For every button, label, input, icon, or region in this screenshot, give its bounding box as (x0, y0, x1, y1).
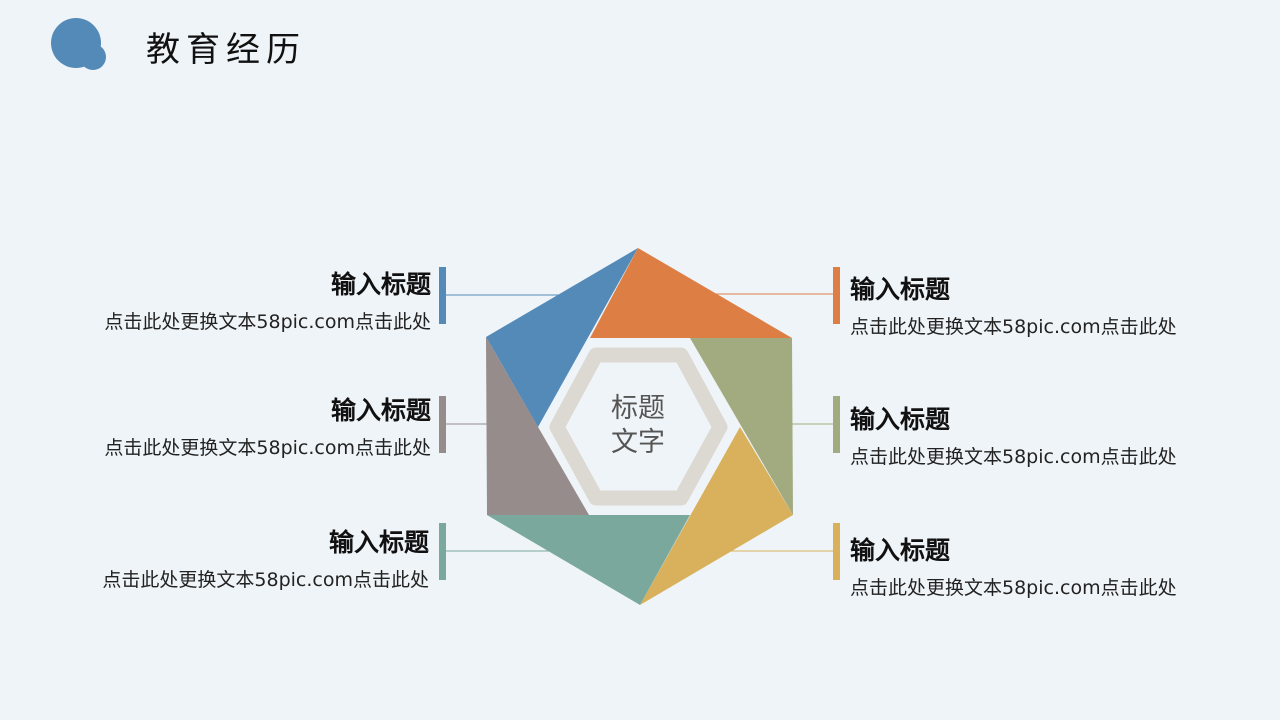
accent-bar (833, 267, 840, 324)
item-title: 输入标题 (850, 405, 951, 434)
item-left-1: 输入标题 点击此处更换文本58pic.com点击此处 (104, 265, 431, 334)
item-right-1: 输入标题 点击此处更换文本58pic.com点击此处 (850, 270, 1177, 339)
item-right-3: 输入标题 点击此处更换文本58pic.com点击此处 (850, 531, 1177, 600)
item-desc: 点击此处更换文本58pic.com点击此处 (102, 569, 429, 591)
center-hexagon-ring (549, 347, 728, 506)
hex-segment-orange (590, 248, 792, 338)
accent-bar (833, 396, 840, 453)
hex-segment-blue (486, 248, 638, 427)
item-desc: 点击此处更换文本58pic.com点击此处 (850, 577, 1177, 599)
item-title: 输入标题 (850, 275, 951, 304)
item-title: 输入标题 (330, 396, 431, 425)
hex-segment-gray (486, 337, 589, 515)
accent-bar (439, 267, 446, 324)
item-desc: 点击此处更换文本58pic.com点击此处 (850, 316, 1177, 338)
item-desc: 点击此处更换文本58pic.com点击此处 (850, 446, 1177, 468)
center-title-line1: 标题 (611, 393, 665, 424)
hex-segment-teal (487, 515, 690, 605)
item-title: 输入标题 (328, 528, 429, 557)
hex-segment-yellow (640, 427, 793, 605)
center-title: 标题 文字 (588, 392, 688, 460)
accent-bar (833, 523, 840, 580)
hex-segment-olive (690, 338, 793, 515)
logo-circle-small (80, 44, 106, 70)
item-desc: 点击此处更换文本58pic.com点击此处 (104, 437, 431, 459)
item-title: 输入标题 (850, 536, 951, 565)
item-right-2: 输入标题 点击此处更换文本58pic.com点击此处 (850, 400, 1177, 469)
item-left-2: 输入标题 点击此处更换文本58pic.com点击此处 (104, 391, 431, 460)
page-title: 教育经历 (146, 30, 306, 70)
item-left-3: 输入标题 点击此处更换文本58pic.com点击此处 (102, 523, 429, 592)
accent-bar (439, 396, 446, 453)
center-title-line2: 文字 (611, 427, 665, 458)
item-desc: 点击此处更换文本58pic.com点击此处 (104, 311, 431, 333)
item-title: 输入标题 (330, 270, 431, 299)
accent-bar (439, 523, 446, 580)
